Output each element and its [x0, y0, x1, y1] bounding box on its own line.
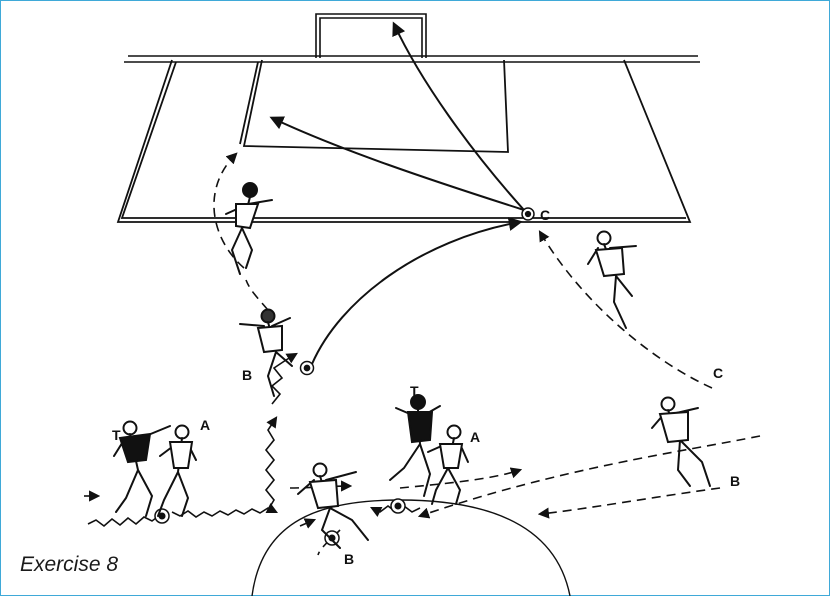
label-b-bottom: B [344, 551, 354, 567]
label-b-middle: B [242, 367, 252, 383]
ball-b-middle [301, 362, 314, 375]
player-a-center [428, 426, 468, 505]
label-b-right: B [730, 473, 740, 489]
player-a-left [158, 426, 196, 517]
label-t-center: T [410, 383, 419, 399]
label-c-right: C [713, 365, 723, 381]
ball-center [391, 499, 405, 513]
figure-caption: Exercise 8 [20, 553, 118, 577]
player-t-left [114, 422, 170, 517]
player-c-right [588, 232, 636, 329]
label-a-center: A [470, 429, 480, 445]
player-t-center [390, 395, 440, 496]
ball-bottom [325, 531, 339, 545]
goal-area [240, 60, 508, 152]
balls [155, 208, 534, 545]
label-a-left: A [200, 417, 210, 433]
ball-c [522, 208, 534, 220]
player-b-right [652, 398, 710, 487]
player-shooter [226, 183, 272, 274]
goal [316, 14, 426, 58]
penalty-area [118, 60, 690, 222]
ball-paths [272, 24, 524, 364]
aux-arrows [84, 496, 314, 526]
centre-circle-arc [252, 500, 570, 596]
label-c-near-goal: C [540, 207, 550, 223]
label-t-left: T [112, 427, 121, 443]
player-b-middle [240, 310, 292, 397]
player-figures [114, 183, 710, 548]
